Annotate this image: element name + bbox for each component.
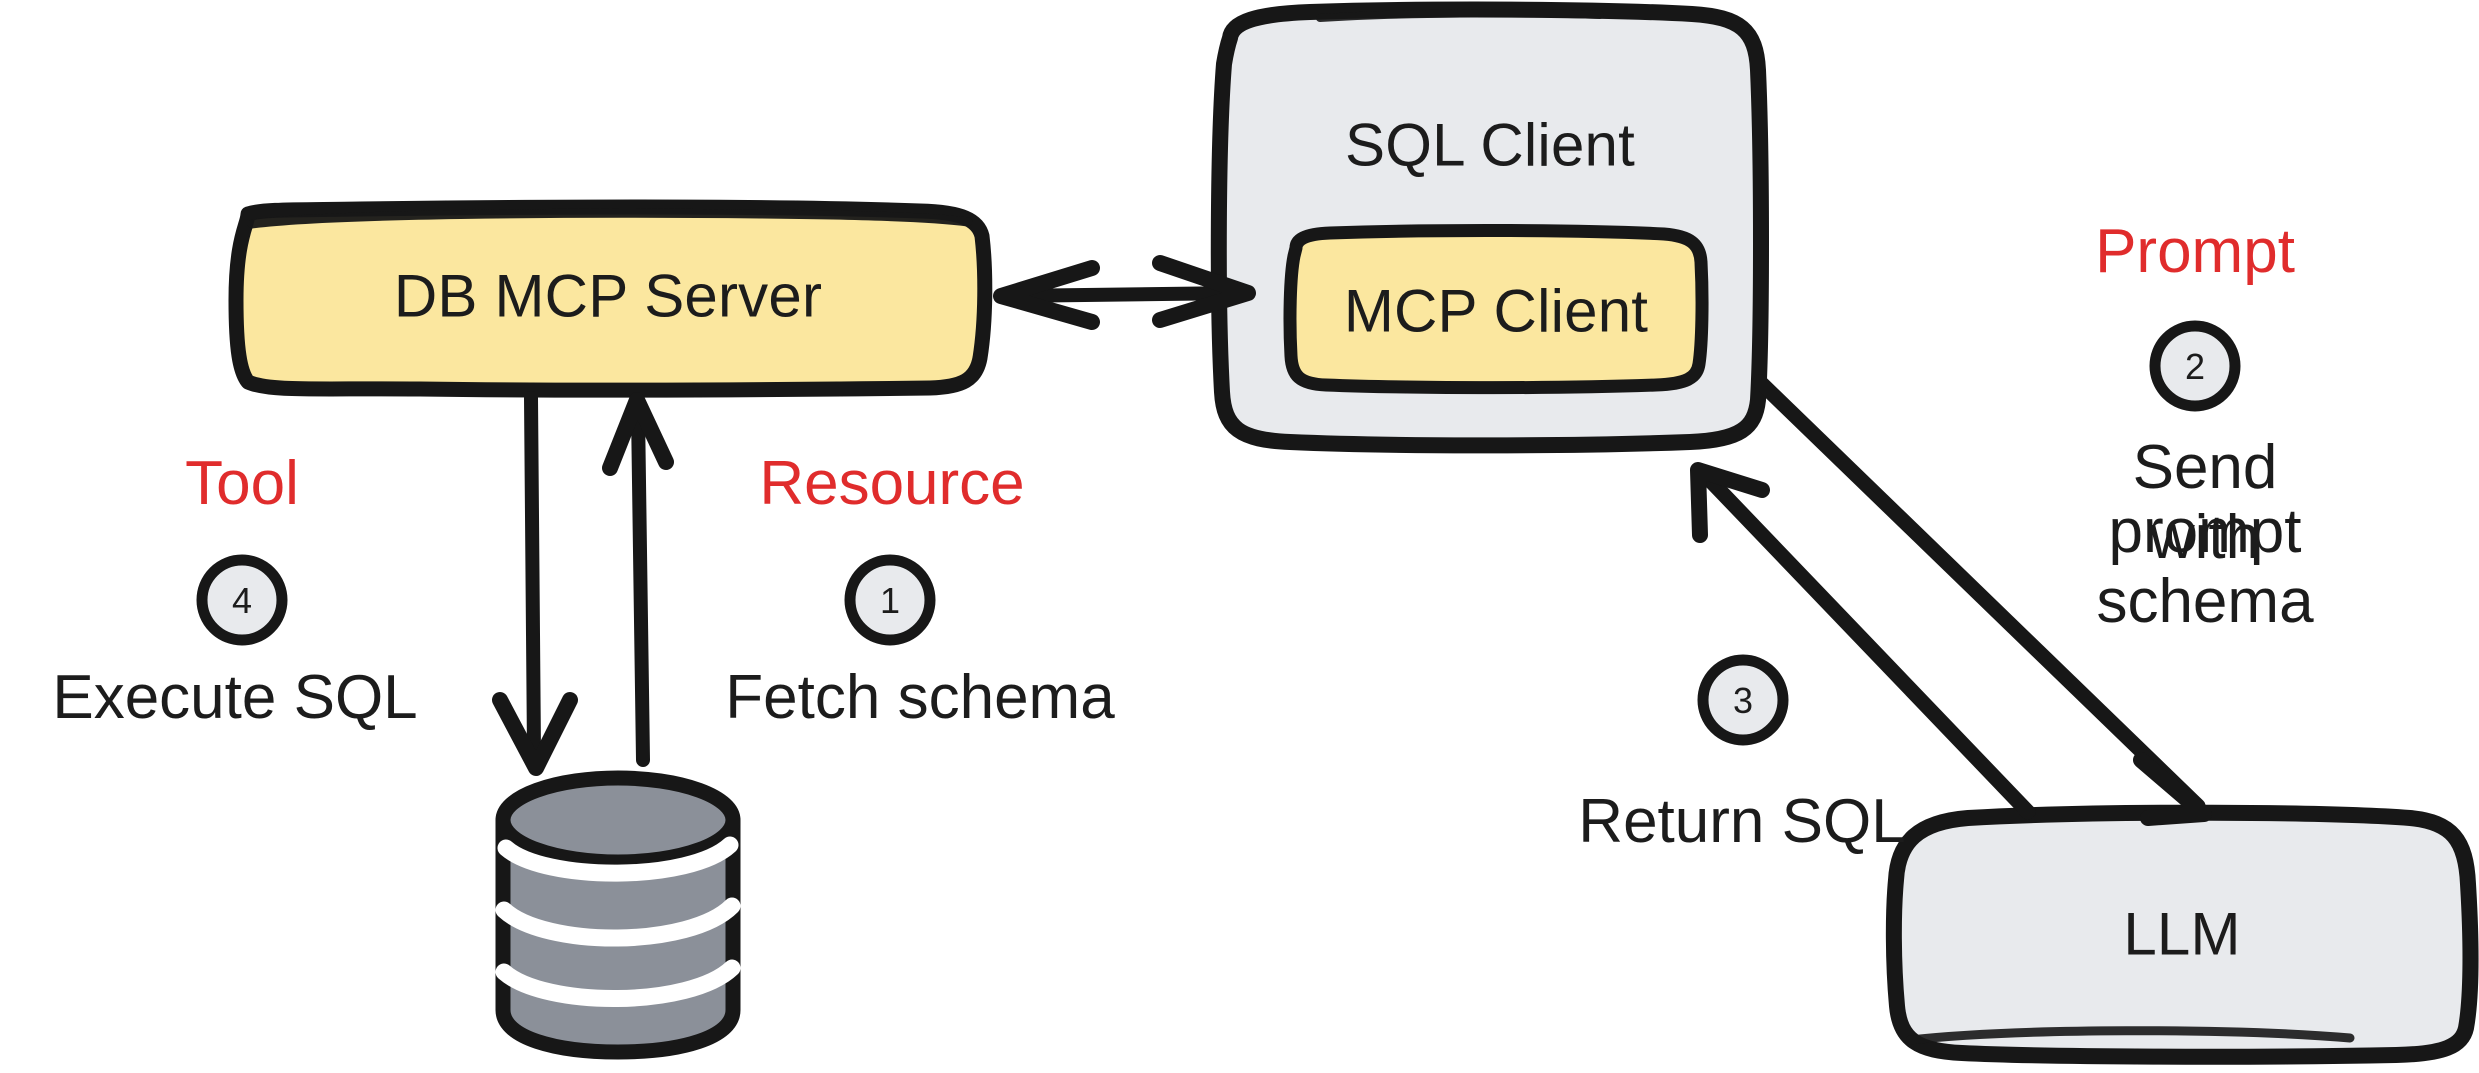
step-badge-circle-2 [2149,320,2241,412]
edge-database-to-server [602,392,674,767]
edge-server-client-bidirectional [993,255,1256,330]
step-badge-circle-3 [1697,654,1789,746]
annotation-kind-resource: Resource [759,449,1025,518]
node-llm[interactable] [1885,804,2479,1065]
node-database[interactable] [495,770,741,1060]
edge-llm-to-client [1690,462,2036,820]
annotation-kind-prompt: Prompt [2095,217,2295,286]
annotation-caption-send-prompt-line1: Send prompt [2108,433,2302,566]
node-db-mcp-server[interactable] [228,199,993,398]
node-mcp-client[interactable] [1283,223,1709,395]
annotation-caption-fetch-schema: Fetch schema [725,663,1115,732]
step-badge-circle-1 [844,554,936,646]
annotation-caption-send-prompt-line2: with schema [2096,503,2314,636]
annotation-caption-execute-sql: Execute SQL [52,663,418,732]
annotation-kind-tool: Tool [185,449,299,518]
edge-client-to-llm [1752,374,2212,826]
step-badge-circle-4 [196,554,288,646]
annotation-caption-return-sql: Return SQL [1578,787,1906,856]
edge-server-to-database [492,391,578,776]
